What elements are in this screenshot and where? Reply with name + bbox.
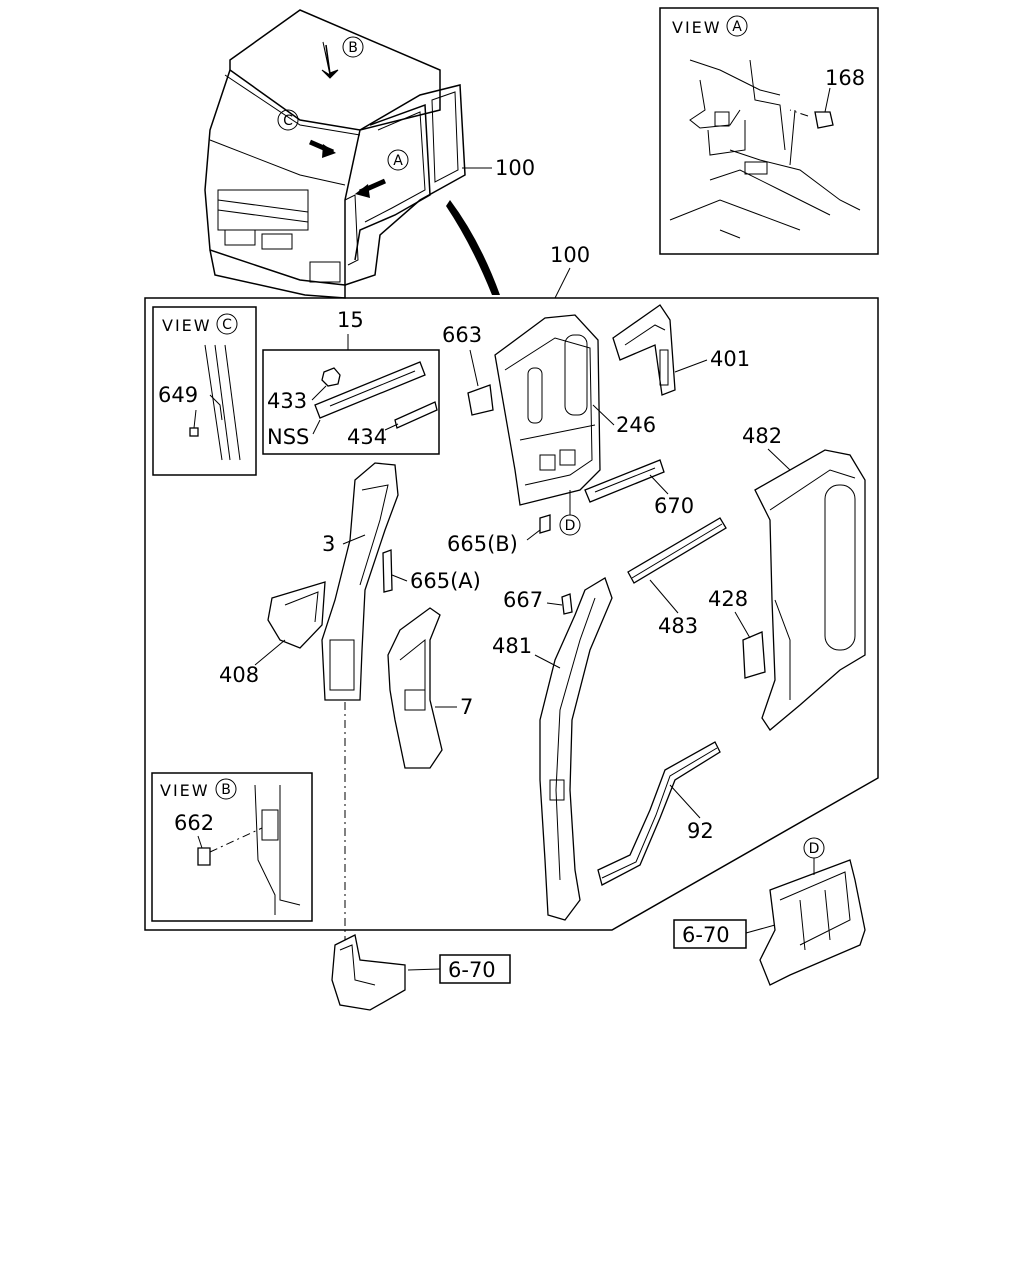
svg-text:VIEW: VIEW (672, 18, 722, 37)
svg-text:D: D (565, 518, 576, 534)
callout-667: 667 (503, 588, 543, 612)
view-c-inset: VIEW C 649 (152, 306, 257, 476)
part-408: 408 (219, 581, 326, 687)
callout-482: 482 (742, 424, 782, 448)
svg-text:B: B (348, 40, 358, 56)
callout-665a: 665(A) (410, 569, 481, 593)
svg-text:A: A (393, 153, 403, 169)
ref-left-label: 6-70 (448, 958, 496, 982)
callout-670: 670 (654, 494, 694, 518)
svg-text:VIEW: VIEW (160, 781, 210, 800)
part-92: 92 (597, 741, 721, 886)
callout-168: 168 (825, 66, 865, 90)
part-7: 7 (387, 607, 473, 769)
callout-649: 649 (158, 383, 198, 407)
view-b-inset: VIEW B 662 (151, 772, 313, 922)
svg-text:A: A (732, 19, 742, 35)
callout-nss: NSS (267, 425, 309, 449)
svg-text:B: B (221, 782, 231, 798)
part-246: 663 246 665(B) D (442, 314, 656, 556)
cab-marker-c: C (277, 109, 299, 131)
callout-401: 401 (710, 347, 750, 371)
callout-481: 481 (492, 634, 532, 658)
part-670: 670 (584, 459, 694, 518)
callout-15: 15 (337, 308, 364, 332)
callout-434: 434 (347, 425, 387, 449)
callout-408: 408 (219, 663, 259, 687)
ref-box-right (673, 919, 747, 949)
callout-7: 7 (460, 695, 473, 719)
assembly-frame: 100 (144, 243, 879, 931)
cab-illustration: B C A 100 (204, 9, 535, 299)
svg-text:C: C (283, 113, 293, 129)
part-483: 483 (627, 517, 727, 638)
callout-92: 92 (687, 819, 714, 843)
part-482: 482 (742, 424, 866, 731)
cab-callout-100: 100 (495, 156, 535, 180)
callout-663: 663 (442, 323, 482, 347)
ref-left-group: 6-70 (331, 934, 511, 1011)
cab-marker-a: A (387, 149, 409, 171)
callout-246: 246 (616, 413, 656, 437)
callout-433: 433 (267, 389, 307, 413)
callout-665b: 665(B) (447, 532, 518, 556)
svg-text:C: C (222, 317, 232, 333)
callout-428: 428 (708, 587, 748, 611)
svg-text:VIEW: VIEW (162, 316, 212, 335)
part-401: 401 (612, 304, 750, 396)
callout-662: 662 (174, 811, 214, 835)
svg-text:D: D (809, 841, 820, 857)
callout-3: 3 (322, 532, 335, 556)
sub-assembly-15: 15 433 NSS 434 (262, 308, 440, 455)
view-a-inset: VIEW A 168 (659, 7, 879, 255)
part-3: 3 665(A) (321, 462, 481, 940)
part-481: 667 481 (492, 577, 613, 921)
part-428: 428 (708, 587, 766, 679)
ref-right-label: 6-70 (682, 923, 730, 947)
callout-483: 483 (658, 614, 698, 638)
ref-right-group: D 6-70 (673, 837, 866, 986)
assembly-callout-100: 100 (550, 243, 590, 267)
cab-marker-b: B (342, 36, 364, 58)
